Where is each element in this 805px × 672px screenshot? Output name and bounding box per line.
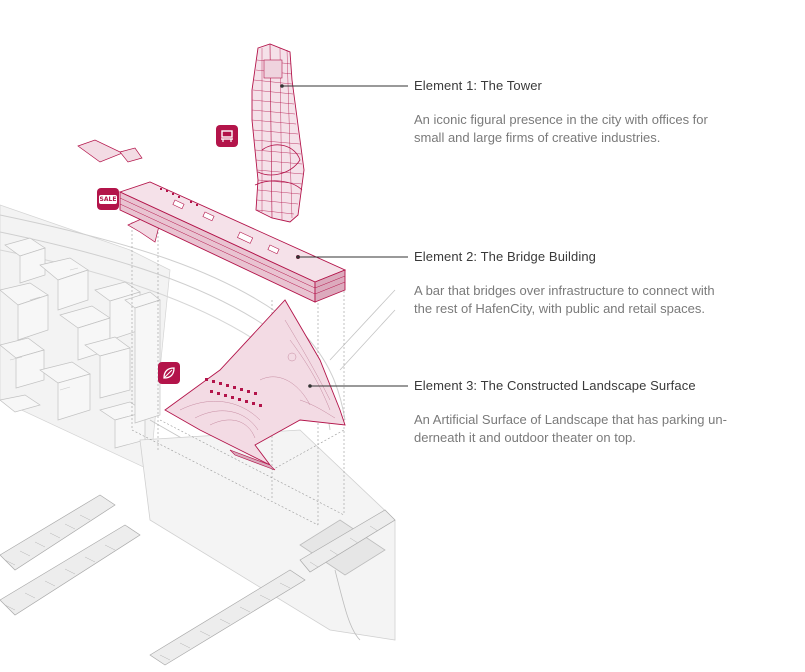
element-2-description-line: the rest of HafenCity, with public and r… — [414, 301, 705, 316]
element-3-description: An Artificial Surface of Landscape that … — [414, 411, 774, 447]
element-1-title: Element 1: The Tower — [414, 78, 542, 93]
sale-tag-icon: SALE — [97, 188, 119, 210]
element-2-description: A bar that bridges over infrastructure t… — [414, 282, 774, 318]
truss-bridges — [0, 494, 396, 666]
tower — [251, 43, 305, 223]
element-2-title: Element 2: The Bridge Building — [414, 249, 596, 264]
city-context — [0, 204, 346, 471]
landscape-surface — [164, 299, 346, 471]
leader-dot-bridge — [296, 255, 300, 259]
element-1-description-line: An iconic figural presence in the city w… — [414, 112, 708, 127]
element-1-description: An iconic figural presence in the city w… — [414, 111, 774, 147]
office-desk-icon — [216, 125, 238, 147]
element-1-description-line: small and large firms of creative indust… — [414, 130, 661, 145]
element-3-block: Element 3: The Constructed Landscape Sur… — [414, 378, 774, 447]
element-2-block: Element 2: The Bridge Building A bar tha… — [414, 249, 774, 318]
leaf-icon — [158, 362, 180, 384]
element-3-description-line: derneath it and outdoor theater on top. — [414, 430, 636, 445]
leader-dot-landscape — [308, 384, 312, 388]
element-3-description-line: An Artificial Surface of Landscape that … — [414, 412, 727, 427]
leader-lines — [282, 85, 408, 387]
sale-tag-label: SALE — [98, 194, 118, 204]
element-2-description-line: A bar that bridges over infrastructure t… — [414, 283, 715, 298]
element-3-title: Element 3: The Constructed Landscape Sur… — [414, 378, 696, 393]
element-1-block: Element 1: The Tower An iconic figural p… — [414, 78, 774, 147]
leader-dot-tower — [280, 84, 284, 88]
